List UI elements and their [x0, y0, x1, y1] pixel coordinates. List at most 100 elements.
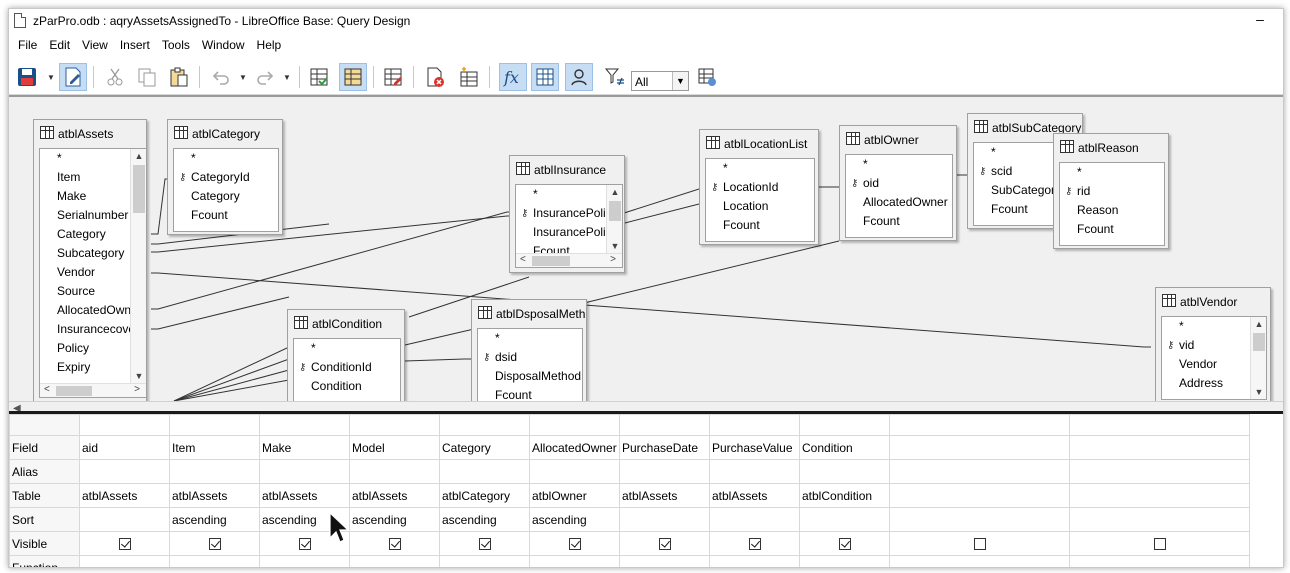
field-item[interactable]: Category [57, 227, 106, 241]
scroll-down-icon[interactable]: ▼ [610, 241, 620, 251]
grid-cell-field[interactable]: Category [439, 435, 530, 460]
grid-cell-table[interactable] [889, 483, 1070, 508]
clear-query-button[interactable] [339, 63, 367, 91]
field-list[interactable]: * ⚷InsurancePolic InsurancePolic Fcount … [515, 184, 623, 268]
menu-file[interactable]: File [18, 38, 38, 52]
redo-dropdown-icon[interactable]: ▼ [283, 73, 291, 82]
field-item[interactable]: Expiry [57, 360, 91, 374]
field-item[interactable]: ⚷CategoryId [174, 168, 278, 187]
grid-cell-function[interactable] [709, 555, 800, 567]
visible-checkbox[interactable] [388, 538, 401, 551]
field-list[interactable]: * Item Make Serialnumber Category Subcat… [39, 148, 147, 398]
grid-cell-alias[interactable] [709, 459, 800, 484]
field-list[interactable]: * ⚷vid Vendor Address ▲ ▼ [1161, 316, 1267, 400]
field-item[interactable]: Make [57, 189, 87, 203]
grid-cell-sort[interactable] [709, 507, 800, 532]
column-selector[interactable] [349, 414, 440, 436]
grid-cell-table[interactable] [1069, 483, 1250, 508]
field-item[interactable]: Reason [1077, 203, 1119, 217]
add-tables-button[interactable] [455, 63, 483, 91]
limit-button[interactable] [693, 63, 721, 91]
table-atblDsposalMeth[interactable]: atblDsposalMeth * ⚷dsid DisposalMethod F… [471, 299, 587, 401]
grid-cell-field[interactable]: Item [169, 435, 260, 460]
field-item[interactable]: Serialnumber [57, 208, 129, 222]
field-item[interactable]: Category [191, 189, 240, 203]
field-item[interactable]: ⚷dsid [478, 348, 582, 367]
scroll-left-icon[interactable]: < [44, 384, 50, 395]
grid-cell-sort[interactable] [1069, 507, 1250, 532]
visible-checkbox[interactable] [658, 538, 671, 551]
field-list[interactable]: * ⚷LocationId Location Fcount [705, 158, 815, 242]
table-header[interactable]: atblAssets [34, 120, 146, 146]
grid-cell-sort[interactable]: ascending [349, 507, 440, 532]
field-item[interactable]: * [863, 157, 868, 171]
grid-cell-table[interactable]: atblOwner [529, 483, 620, 508]
field-item[interactable]: Condition [311, 379, 362, 393]
grid-cell-table[interactable]: atblAssets [349, 483, 440, 508]
scroll-right-icon[interactable]: > [134, 384, 140, 395]
field-item[interactable]: * [533, 187, 538, 201]
grid-cell-alias[interactable] [619, 459, 710, 484]
column-selector[interactable] [79, 414, 170, 436]
grid-cell-function[interactable] [439, 555, 530, 567]
grid-cell-alias[interactable] [259, 459, 350, 484]
grid-cell-function[interactable] [259, 555, 350, 567]
visible-checkbox[interactable] [748, 538, 761, 551]
copy-button[interactable] [133, 63, 161, 91]
scroll-up-icon[interactable]: ▲ [610, 187, 620, 197]
chevron-down-icon[interactable]: ▼ [47, 73, 55, 82]
table-header[interactable]: atblVendor [1156, 288, 1270, 314]
relation-design-area[interactable]: atblAssets * Item Make Serialnumber Cate… [9, 95, 1283, 401]
minimize-button[interactable]: – [1256, 11, 1264, 27]
field-item[interactable]: * [991, 145, 996, 159]
grid-cell-sort[interactable] [619, 507, 710, 532]
field-item[interactable]: Item [57, 170, 81, 184]
field-item[interactable]: Fcount [495, 388, 532, 401]
visible-checkbox[interactable] [568, 538, 581, 551]
field-item[interactable]: * [723, 161, 728, 175]
field-item[interactable]: Fcount [863, 214, 900, 228]
table-header[interactable]: atblSubCategory [968, 114, 1082, 140]
field-item[interactable]: * [495, 331, 500, 345]
grid-cell-table[interactable]: atblCondition [799, 483, 890, 508]
field-item[interactable]: Subcategory [57, 246, 125, 260]
table-header[interactable]: atblLocationList [700, 130, 818, 156]
vertical-scrollbar[interactable]: ▲ ▼ [130, 149, 146, 383]
grid-cell-sort[interactable]: ascending [439, 507, 530, 532]
grid-cell-function[interactable] [799, 555, 890, 567]
grid-cell-sort[interactable]: ascending [169, 507, 260, 532]
functions-button[interactable]: fx [499, 63, 527, 91]
field-item[interactable]: * [1179, 319, 1184, 333]
column-selector[interactable] [619, 414, 710, 436]
menu-window[interactable]: Window [201, 38, 245, 52]
menu-edit[interactable]: Edit [49, 38, 71, 52]
grid-cell-sort[interactable]: ascending [529, 507, 620, 532]
field-item[interactable]: Source [57, 284, 96, 298]
table-header[interactable]: atblInsurance [510, 156, 624, 182]
field-item[interactable]: * [1077, 165, 1082, 179]
grid-cell-field[interactable] [889, 435, 1070, 460]
alias-button[interactable] [565, 63, 593, 91]
field-item[interactable]: Fcount [191, 208, 228, 222]
scroll-up-icon[interactable]: ▲ [134, 151, 144, 161]
field-item[interactable]: ⚷rid [1060, 182, 1164, 201]
table-header[interactable]: atblDsposalMeth [472, 300, 586, 326]
field-item[interactable]: * [311, 341, 316, 355]
grid-cell-function[interactable] [619, 555, 710, 567]
field-list[interactable]: * ⚷ConditionId Condition [293, 338, 401, 401]
field-list[interactable]: * ⚷rid Reason Fcount [1059, 162, 1165, 246]
visible-checkbox-cell[interactable] [439, 531, 530, 556]
grid-cell-field[interactable]: Condition [799, 435, 890, 460]
scroll-right-icon[interactable]: > [610, 254, 616, 265]
grid-cell-field[interactable]: PurchaseDate [619, 435, 710, 460]
undo-button[interactable] [207, 63, 235, 91]
redo-button[interactable] [251, 63, 279, 91]
field-item[interactable]: ⚷ConditionId [294, 358, 400, 377]
grid-cell-field[interactable]: Make [259, 435, 350, 460]
grid-cell-alias[interactable] [799, 459, 890, 484]
table-header[interactable]: atblCondition [288, 310, 404, 336]
field-item[interactable]: AllocatedOwner [863, 195, 948, 209]
column-selector[interactable] [1069, 414, 1250, 436]
grid-cell-sort[interactable] [799, 507, 890, 532]
